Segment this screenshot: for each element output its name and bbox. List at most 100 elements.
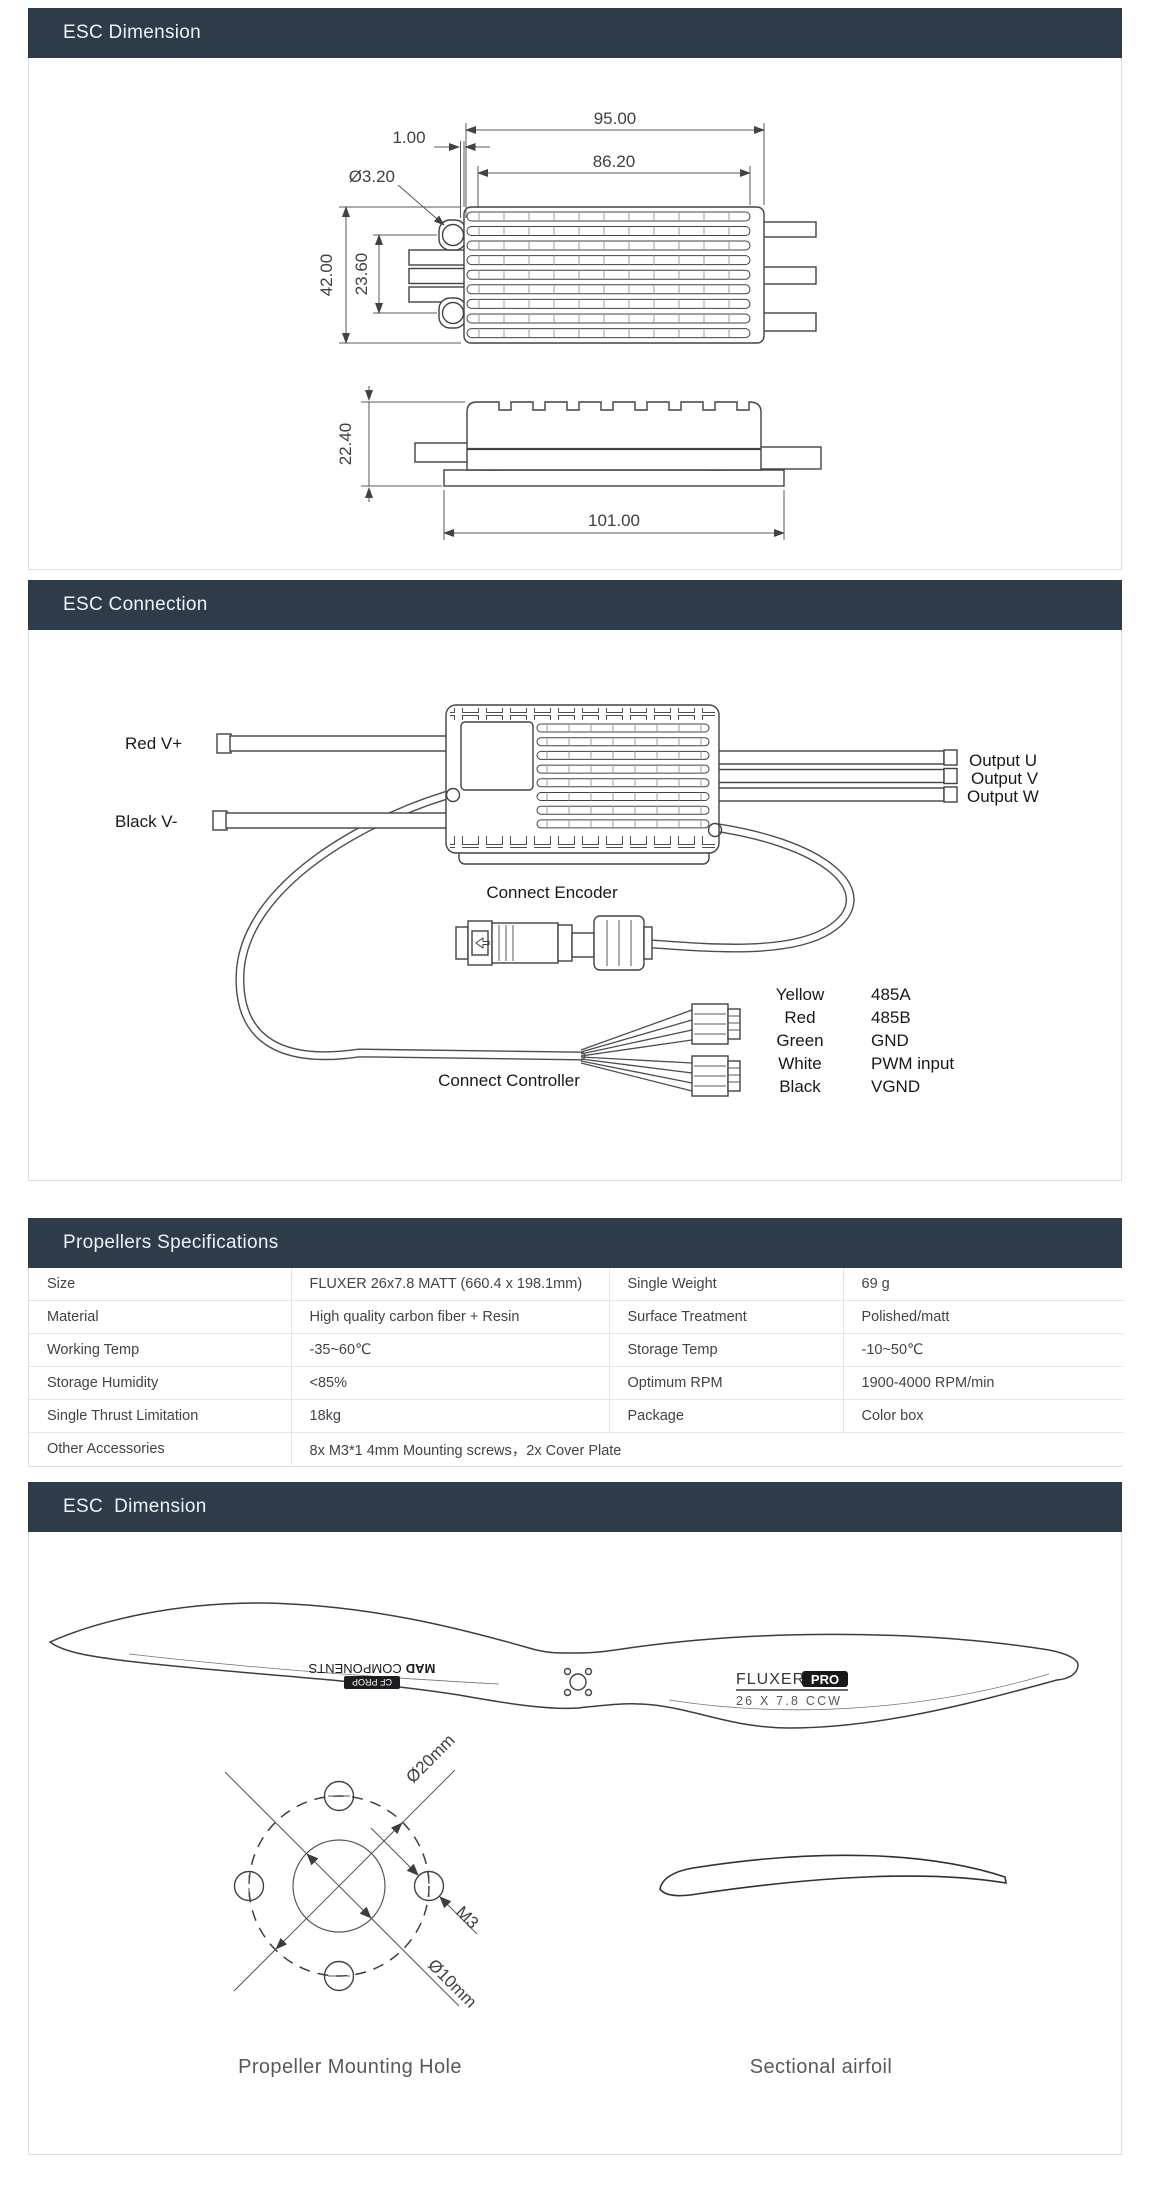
- esc-body: [445, 704, 723, 865]
- esc-dimension-card: ESC Dimension: [28, 8, 1122, 570]
- propeller-drawing: MADCOMPONENTS CF PROP FLUXER PRO 26 X 7.…: [48, 1602, 1079, 2078]
- wire-signal: 485B: [871, 1008, 911, 1027]
- output-wires: [688, 749, 958, 803]
- spec-key: Single Weight: [609, 1268, 844, 1301]
- wire-signal: PWM input: [871, 1054, 954, 1073]
- spec-key: Package: [609, 1399, 844, 1433]
- esc-connection-title: ESC Connection: [63, 594, 208, 615]
- spec-key: Single Thrust Limitation: [29, 1399, 292, 1433]
- connect-controller-label: Connect Controller: [438, 1071, 580, 1090]
- dim-95-label: 95.00: [594, 109, 637, 128]
- right-blade-branding: FLUXER PRO 26 X 7.8 CCW: [736, 1671, 848, 1708]
- spec-value: 1900-4000 RPM/min: [843, 1366, 1123, 1400]
- airfoil-caption: Sectional airfoil: [750, 2056, 892, 2078]
- dim-hole-label: Ø3.20: [349, 167, 395, 186]
- encoder-cable: [648, 820, 855, 953]
- black-v-label: Black V-: [115, 812, 177, 831]
- prop-size-label: 26 X 7.8 CCW: [736, 1694, 842, 1708]
- spec-key: Other Accessories: [29, 1432, 292, 1465]
- esc-dimension-title: ESC Dimension: [63, 22, 202, 43]
- propeller-blade-outline: [48, 1602, 1079, 1729]
- spec-value: 18kg: [291, 1399, 610, 1433]
- spec-value: -10~50℃: [843, 1333, 1123, 1367]
- controller-connector-a: [691, 1003, 741, 1045]
- spec-value: 69 g: [843, 1268, 1123, 1301]
- dim-42: 42.00: [317, 206, 461, 344]
- pro-badge-label: PRO: [811, 1672, 839, 1687]
- spec-value: -35~60℃: [291, 1333, 610, 1367]
- esc-top-view: [408, 206, 817, 344]
- wire-signal: 485A: [871, 985, 911, 1004]
- spec-value: High quality carbon fiber + Resin: [291, 1300, 610, 1334]
- dim-1: 1.00: [392, 128, 490, 218]
- mounting-hole-caption: Propeller Mounting Hole: [238, 2056, 462, 2078]
- spec-key: Working Temp: [29, 1333, 292, 1367]
- spec-key: Size: [29, 1268, 292, 1301]
- wire-color: Yellow: [776, 985, 825, 1004]
- wire-color: Black: [779, 1077, 821, 1096]
- table-row: Storage Humidity <85% Optimum RPM 1900-4…: [29, 1366, 1123, 1400]
- specs-table: Size FLUXER 26x7.8 MATT (660.4 x 198.1mm…: [29, 1268, 1123, 1465]
- dim-86: 86.20: [477, 152, 751, 208]
- esc-connection-card: ESC Connection: [28, 580, 1122, 1181]
- table-row: Working Temp -35~60℃ Storage Temp -10~50…: [29, 1333, 1123, 1367]
- dim-42-label: 42.00: [317, 254, 336, 297]
- output-v-label: Output V: [971, 769, 1039, 788]
- wire-signal: VGND: [871, 1077, 920, 1096]
- dim-20mm-label: Ø20mm: [402, 1731, 458, 1787]
- spec-value: 8x M3*1 4mm Mounting screws，2x Cover Pla…: [291, 1432, 1123, 1465]
- propeller-specs-title: Propellers Specifications: [63, 1232, 279, 1253]
- cf-prop-badge-label: CF PROP: [352, 1677, 392, 1687]
- spec-key: Storage Temp: [609, 1333, 844, 1367]
- wire-color: Green: [776, 1031, 823, 1050]
- propeller-drawing-header: ESC Dimension: [28, 1482, 1122, 1532]
- propeller-hub: [563, 1667, 593, 1697]
- wire-signal: GND: [871, 1031, 909, 1050]
- power-wires: [212, 733, 455, 831]
- wire-color: Red: [784, 1008, 815, 1027]
- wire-color: White: [778, 1054, 821, 1073]
- brand-text: MADCOMPONENTS: [308, 1661, 435, 1676]
- table-row: Material High quality carbon fiber + Res…: [29, 1300, 1123, 1334]
- dim-236-label: 23.60: [352, 253, 371, 296]
- red-v-label: Red V+: [125, 734, 182, 753]
- dim-95: 95.00: [465, 109, 765, 218]
- wire-color-table: Yellow 485A Red 485B Green GND White PWM…: [776, 985, 955, 1096]
- spec-key: Surface Treatment: [609, 1300, 844, 1334]
- esc-dimension-drawing: 95.00 1.00 86.20 Ø3.20 42.00: [317, 109, 822, 540]
- propeller-specs-card: Propellers Specifications Size FLUXER 26…: [28, 1218, 1123, 1467]
- cf-prop-badge: [344, 1676, 400, 1689]
- dim-86-label: 86.20: [593, 152, 636, 171]
- table-row: Size FLUXER 26x7.8 MATT (660.4 x 198.1mm…: [29, 1268, 1123, 1301]
- spec-value: Color box: [843, 1399, 1123, 1433]
- left-blade-branding: MADCOMPONENTS CF PROP: [308, 1661, 435, 1689]
- propeller-drawing-card: ESC Dimension MADCOMPONENTS CF PROP FLUX…: [28, 1482, 1122, 2155]
- esc-connection-header: ESC Connection: [28, 580, 1122, 630]
- dim-hole: Ø3.20: [349, 167, 445, 226]
- esc-connection-drawing: Red V+ Black V- Output U Output V Output…: [115, 704, 1039, 1097]
- table-row: Single Thrust Limitation 18kg Package Co…: [29, 1399, 1123, 1433]
- spec-key: Optimum RPM: [609, 1366, 844, 1400]
- heatsink-fins: [466, 211, 751, 339]
- spec-key: Material: [29, 1300, 292, 1334]
- propeller-specs-header: Propellers Specifications: [28, 1218, 1122, 1268]
- spec-key: Storage Humidity: [29, 1366, 292, 1400]
- dim-236: 23.60: [352, 234, 437, 314]
- arrow-icon: [475, 937, 490, 949]
- spec-value: FLUXER 26x7.8 MATT (660.4 x 198.1mm): [291, 1268, 610, 1301]
- spec-value: Polished/matt: [843, 1300, 1123, 1334]
- dim-10mm-label: Ø10mm: [424, 1955, 480, 2011]
- dim-224: 22.40: [336, 386, 465, 502]
- dim-m3-label: M3: [452, 1902, 482, 1932]
- fluxer-label: FLUXER: [736, 1671, 805, 1688]
- sectional-airfoil-shape: [659, 1854, 1007, 1897]
- dim-1-label: 1.00: [392, 128, 425, 147]
- pro-badge: [802, 1671, 848, 1687]
- esc-side-view: [414, 401, 822, 487]
- output-w-label: Output W: [967, 787, 1039, 806]
- connect-encoder-label: Connect Encoder: [486, 883, 618, 902]
- esc-body-fins: [536, 723, 710, 829]
- propeller-drawing-title: ESC Dimension: [63, 1496, 207, 1517]
- dim-224-label: 22.40: [336, 423, 355, 466]
- spec-value: <85%: [291, 1366, 610, 1400]
